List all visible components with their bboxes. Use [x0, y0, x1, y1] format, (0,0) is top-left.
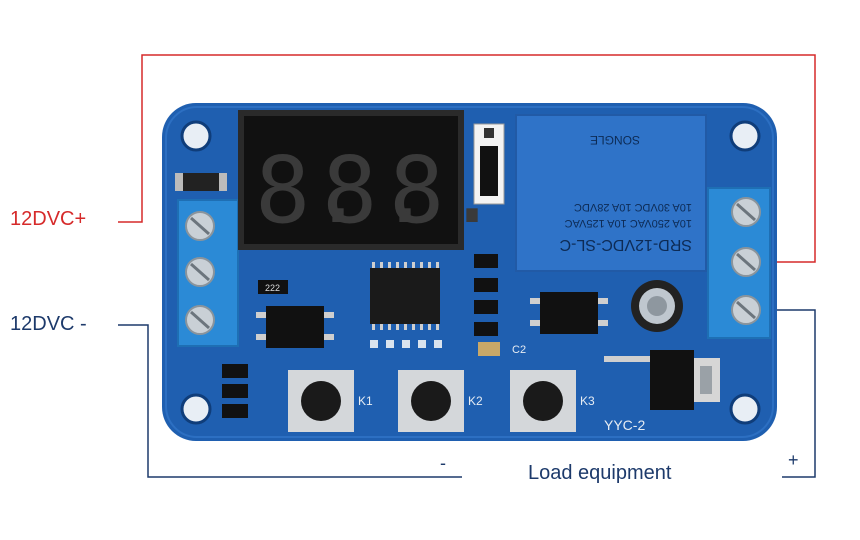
load-positive-wire: [758, 309, 816, 478]
negative-wire: [118, 324, 462, 478]
power-negative-label: 12DVC -: [10, 313, 87, 335]
jumper-header: [473, 123, 505, 205]
seven-segment-display: 8. 8. 8.: [238, 110, 500, 250]
relay: SRD-12VDC-SL-C 10A 250VAC 10A 125VAC 10A…: [515, 114, 707, 272]
smd-resistors: 222 C2: [222, 254, 526, 418]
display-digit: 8.: [322, 137, 433, 244]
resistor-code: 222: [265, 283, 280, 293]
relay-board: 8. 8. 8. SRD-12VDC-SL-C 10A 250VAC 10A 1…: [162, 103, 777, 441]
relay-rating-line2: 10A 30VDC 10A 28VDC: [574, 201, 692, 213]
optocoupler-left: [256, 306, 334, 348]
display-digit: 8.: [255, 137, 366, 244]
optocoupler-right: [530, 292, 608, 334]
load-plus-label: +: [788, 450, 799, 470]
push-button-k3[interactable]: K3: [510, 370, 595, 432]
voltage-regulator: [604, 350, 720, 410]
load-equipment-label: Load equipment: [528, 462, 672, 484]
power-positive-label: 12DVC+: [10, 208, 87, 230]
board-id: YYC-2: [604, 417, 645, 433]
relay-rating-line1: 10A 250VAC 10A 125VAC: [565, 217, 692, 229]
positive-wire: [118, 54, 816, 263]
smd-diode: [175, 173, 227, 191]
load-minus-label: -: [440, 453, 446, 473]
capacitor-label: C2: [512, 344, 526, 356]
push-button-k2[interactable]: K2: [398, 370, 483, 432]
microcontroller-chip: [370, 262, 440, 330]
relay-brand: SONGLE: [590, 133, 640, 147]
mounting-holes: [180, 120, 761, 425]
load-terminal-block: [707, 187, 771, 339]
relay-model: SRD-12VDC-SL-C: [560, 236, 692, 253]
power-terminal-block: [177, 199, 239, 347]
electrolytic-capacitor: [631, 280, 683, 332]
button-label-k2: K2: [468, 394, 483, 408]
push-button-k1[interactable]: K1: [288, 370, 373, 432]
button-label-k3: K3: [580, 394, 595, 408]
button-label-k1: K1: [358, 394, 373, 408]
